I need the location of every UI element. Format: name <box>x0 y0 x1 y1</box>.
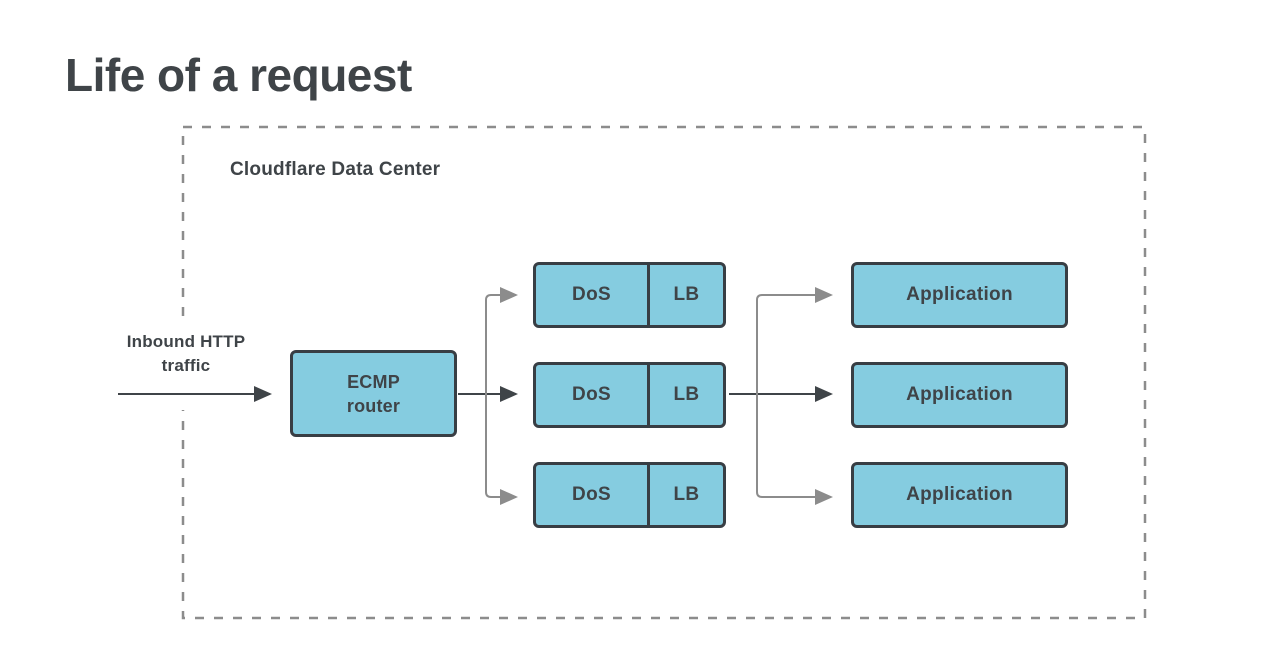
node-lb-3: LB <box>647 462 726 528</box>
connector-ecmp-to-dos-bottom <box>485 394 518 505</box>
inbound-traffic-label-line2: traffic <box>161 356 211 375</box>
dos-label: DoS <box>572 384 611 405</box>
node-application-3: Application <box>851 462 1068 528</box>
node-lb-2: LB <box>647 362 726 428</box>
inbound-traffic-label-line1: Inbound HTTP <box>126 332 246 351</box>
connector-lb-to-app-top <box>756 287 833 394</box>
node-dos-1: DoS <box>533 262 650 328</box>
connector-lb-to-app-bottom <box>756 394 833 505</box>
node-application-2: Application <box>851 362 1068 428</box>
dos-lb-row-2: DoS LB <box>533 362 726 428</box>
node-lb-1: LB <box>647 262 726 328</box>
dos-lb-row-1: DoS LB <box>533 262 726 328</box>
node-application-1: Application <box>851 262 1068 328</box>
lb-label: LB <box>673 484 700 505</box>
dos-label: DoS <box>572 284 611 305</box>
application-label: Application <box>906 484 1013 505</box>
page-title: Life of a request <box>65 49 412 101</box>
node-ecmp-router: ECMP router <box>290 350 457 437</box>
node-dos-3: DoS <box>533 462 650 528</box>
dos-lb-row-3: DoS LB <box>533 462 726 528</box>
dos-label: DoS <box>572 484 611 505</box>
ecmp-label-line1: ECMP <box>347 371 400 392</box>
application-label: Application <box>906 384 1013 405</box>
connector-ecmp-to-dos-top <box>485 287 518 394</box>
node-dos-2: DoS <box>533 362 650 428</box>
ecmp-label-line2: router <box>346 395 401 416</box>
application-label: Application <box>906 284 1013 305</box>
lb-label: LB <box>673 384 700 405</box>
inbound-traffic-label: Inbound HTTP traffic <box>96 316 276 412</box>
datacenter-label: Cloudflare Data Center <box>230 159 441 180</box>
lb-label: LB <box>673 284 700 305</box>
